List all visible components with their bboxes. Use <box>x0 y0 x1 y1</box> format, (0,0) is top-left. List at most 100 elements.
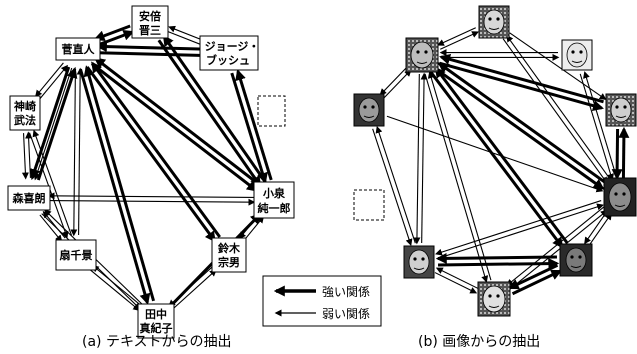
left-edge-1-b <box>95 41 210 53</box>
right-edge-5-a <box>413 73 421 245</box>
left-edge-5-a <box>70 68 78 237</box>
node-mori-line1: 森喜朗 <box>13 191 46 205</box>
node-suzuki-line2: 宗男 <box>218 255 240 269</box>
face-node-lower-left <box>403 245 435 279</box>
right-edge-17-a <box>437 203 604 259</box>
node-mori: 森喜朗 <box>7 185 51 211</box>
left-edge-8-a <box>90 62 258 192</box>
right-edge-8-b <box>379 66 408 96</box>
legend-box <box>262 275 382 327</box>
face-node-left <box>353 93 385 127</box>
node-bush-line2: ブッシュ <box>206 53 250 67</box>
left-edge-0-b <box>93 24 131 42</box>
node-tanaka-line1: 田中 <box>145 307 167 321</box>
left-edge-1-a <box>97 49 212 61</box>
left-edge-4-b <box>36 66 78 181</box>
face-node-top <box>478 5 510 39</box>
right-edge-6-b <box>427 71 492 281</box>
left-edge-0-a <box>97 29 135 47</box>
left-edge-14-a <box>89 269 141 312</box>
node-kan: 菅直人 <box>55 37 101 61</box>
left-edge-9-a <box>21 133 29 180</box>
node-kan-line1: 菅直人 <box>62 42 96 56</box>
right-edge-9-a <box>502 38 608 185</box>
face-node-right-upper <box>605 93 637 127</box>
node-kanzaki: 神崎 武法 <box>9 95 41 131</box>
left-edge-9-b <box>25 131 33 178</box>
right-edge-18-a <box>386 115 604 193</box>
right-panel-image-extraction: (b) 画像からの抽出 <box>353 5 637 350</box>
right-edge-15-a <box>507 263 559 290</box>
left-edge-10-b <box>32 129 73 236</box>
right-edge-3-b <box>437 62 608 185</box>
node-koizumi: 小泉 純一郎 <box>253 181 295 219</box>
node-suzuki: 鈴木 宗男 <box>211 237 247 273</box>
right-edge-0-b <box>436 27 476 46</box>
node-kanzaki-line1: 神崎 <box>14 99 36 113</box>
right-edge-16-b <box>509 209 608 290</box>
caption-left: (a) テキストからの抽出 <box>82 334 232 350</box>
right-edge-12-b <box>588 212 612 247</box>
right-edge-19-a <box>509 32 607 100</box>
right-edge-13-a <box>438 258 560 270</box>
right-edge-7-b <box>375 125 416 244</box>
node-suzuki-line1: 鈴木 <box>218 241 241 255</box>
face-node-lower-right <box>559 243 593 277</box>
left-edge-11-b <box>42 210 66 239</box>
left-edge-18-a <box>162 34 267 183</box>
missing-node-placeholder <box>257 95 286 127</box>
right-edge-15-b <box>511 269 563 296</box>
node-kanzaki-line2: 武法 <box>14 113 36 127</box>
left-edge-11-a <box>39 214 63 243</box>
right-edge-13-b <box>435 252 557 264</box>
right-edge-4-a <box>429 71 564 249</box>
right-edges <box>372 27 630 296</box>
left-edges <box>21 24 273 312</box>
left-edge-4-a <box>29 66 71 181</box>
right-edge-9-b <box>506 34 612 181</box>
left-edge-7-b <box>91 61 221 238</box>
right-edge-10-a <box>579 73 614 181</box>
legend-weak-label: 弱い関係 <box>322 307 370 321</box>
right-edge-3-a <box>434 67 605 190</box>
left-panel-text-extraction: 安倍 晋三 菅直人 ジョージ・ ブッシュ 神崎 武法 森喜朗 扇千景 田中 <box>7 5 382 350</box>
left-edge-6-a <box>78 68 151 305</box>
left-edge-12-b <box>47 192 255 200</box>
node-koizumi-line1: 小泉 <box>262 186 286 200</box>
node-ogi-line1: 扇千景 <box>60 248 93 262</box>
face-node-upper-left <box>405 37 439 73</box>
left-edge-15-a <box>172 269 217 310</box>
left-edge-5-b <box>76 67 84 236</box>
node-abe: 安倍 晋三 <box>131 5 169 39</box>
right-edge-10-b <box>583 71 618 179</box>
node-tanaka-line2: 真紀子 <box>140 321 173 335</box>
right-edge-16-a <box>506 206 605 287</box>
left-edge-3-a <box>35 62 64 98</box>
left-edge-7-a <box>86 66 216 243</box>
left-edge-14-b <box>91 264 143 307</box>
right-edge-11-a <box>611 128 623 181</box>
legend: 強い関係 弱い関係 <box>262 275 382 327</box>
left-edge-17-b <box>230 72 268 184</box>
face-node-right <box>603 177 637 217</box>
missing-face-placeholder <box>353 189 385 221</box>
left-edge-3-b <box>39 64 68 100</box>
left-edge-6-b <box>83 65 156 302</box>
left-edge-10-a <box>28 132 69 239</box>
node-bush-line1: ジョージ・ <box>205 40 260 53</box>
right-edge-8-a <box>383 69 412 99</box>
legend-strong-label: 強い関係 <box>322 285 370 299</box>
right-edge-11-b <box>618 126 630 179</box>
face-node-upper-right <box>561 39 593 71</box>
right-edge-2-b <box>439 54 604 104</box>
right-edge-14-b <box>435 267 479 289</box>
left-edge-18-b <box>157 39 262 188</box>
left-edge-8-b <box>94 57 262 187</box>
right-edge-0-a <box>440 31 480 50</box>
right-edge-14-a <box>434 272 478 294</box>
right-edge-5-b <box>420 72 428 244</box>
node-abe-line2: 晋三 <box>139 24 161 37</box>
left-edge-17-a <box>235 69 273 181</box>
